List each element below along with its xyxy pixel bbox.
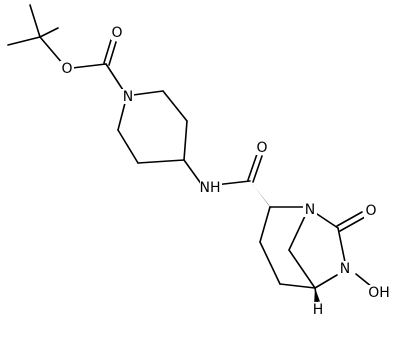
- bond-bridgehead-n-bridge: [288, 215, 306, 251]
- atom-o-amide-carbonyl: O: [255, 140, 268, 156]
- bond-pip-c2-c3: [162, 90, 188, 122]
- wedge-bond-c2-amide-c: [250, 181, 272, 210]
- bond-amide-c-o-double-1: [247, 153, 258, 181]
- bond-carbamate-c-o-double-2: [108, 41, 117, 66]
- atom-h-stereo: H: [311, 302, 324, 318]
- atom-label-n-bridgehead: N: [305, 202, 315, 218]
- bond-carbamate-c-o-double-1: [103, 39, 112, 64]
- bond-pip-c3-c4: [183, 120, 188, 161]
- atom-label-o-urea-carbonyl: O: [365, 203, 376, 219]
- bond-urea-c-n-hydroxy: [337, 227, 346, 263]
- bond-urea-c-o-double-1: [336, 211, 363, 227]
- atom-label-o-carbamate-carbonyl: O: [111, 25, 122, 41]
- bond-bridge-c5: [288, 249, 316, 289]
- atom-label-n-hydroxy: N: [340, 261, 350, 277]
- atom-n-amide: NH: [200, 180, 222, 196]
- bond-tbu-methyl-left: [7, 36, 41, 46]
- atom-o-ester: O: [60, 61, 74, 77]
- atom-label-n-amide: NH: [200, 180, 221, 196]
- bond-tbu-methyl-top: [29, 4, 41, 38]
- bond-pip-c4-c5: [137, 159, 185, 164]
- bond-pip-c5-c6: [117, 129, 139, 164]
- bond-urea-c-o-double-2: [339, 216, 366, 232]
- atom-o-carbamate-carbonyl: O: [111, 25, 123, 41]
- atom-label-n-piperidine: N: [123, 89, 133, 105]
- bond-tbu-methyl-right: [39, 27, 59, 38]
- bond-bridgehead-n-urea-c: [316, 213, 339, 229]
- bond-c2-c3: [259, 206, 271, 243]
- wedge-bond-c5-h: [314, 288, 320, 302]
- bond-n-pip-c2: [132, 90, 164, 96]
- atom-label-h-stereo: H: [313, 302, 324, 318]
- atom-n-bridgehead: N: [303, 202, 317, 218]
- bond-n-oh: [355, 273, 373, 288]
- bond-pip-c4-nh: [183, 159, 203, 186]
- bond-tbu-o-ester: [39, 36, 64, 65]
- bond-c3-c4: [259, 241, 281, 285]
- bonds: [7, 4, 373, 307]
- bond-c4-c5: [279, 283, 316, 289]
- bond-n-hydroxy-c5: [314, 274, 338, 289]
- atom-n-hydroxy: N: [338, 261, 353, 277]
- atom-o-urea-carbonyl: O: [364, 203, 378, 219]
- atom-oh-group: OH: [367, 285, 392, 301]
- bond-carbamate-c-n: [105, 63, 124, 91]
- bond-o-ester-carbonyl-c: [71, 63, 107, 69]
- bond-amide-c-o-double-2: [252, 155, 263, 183]
- atom-label-o-ester: O: [61, 61, 72, 77]
- atom-label-oh-group: OH: [368, 285, 390, 301]
- atom-n-piperidine: N: [121, 89, 134, 105]
- atom-label-o-amide-carbonyl: O: [256, 140, 267, 156]
- bond-pip-c6-n: [117, 102, 126, 131]
